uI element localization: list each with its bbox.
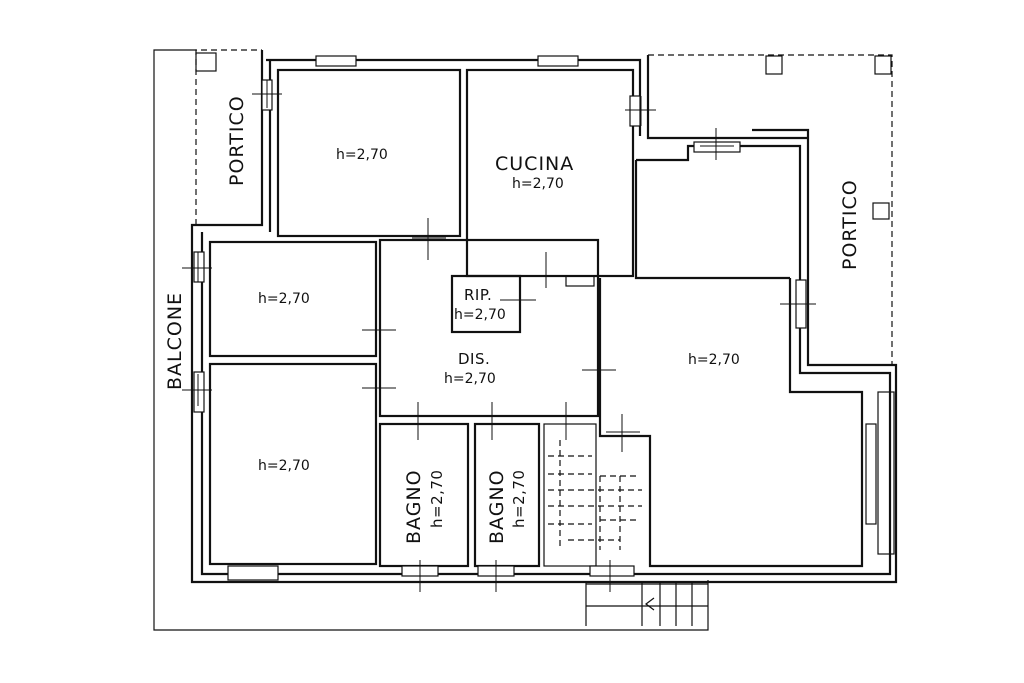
- balcone-label: BALCONE: [164, 292, 186, 390]
- room-height-label: h=2,70: [510, 470, 528, 528]
- portico-left-outline: [195, 49, 262, 225]
- room-height-label: h=2,70: [258, 291, 310, 307]
- portico-left-label: PORTICO: [226, 95, 248, 186]
- room-height-label: h=2,70: [336, 147, 388, 163]
- room-name-label: CUCINA: [495, 153, 574, 175]
- room-height-label: h=2,70: [428, 470, 446, 528]
- room-name-label: DIS.: [458, 350, 490, 368]
- room-height-label: h=2,70: [258, 458, 310, 474]
- room-height-label: h=2,70: [444, 371, 496, 387]
- interior-walls: [208, 68, 864, 568]
- room-height-label: h=2,70: [688, 352, 740, 368]
- portico-right-label: PORTICO: [839, 179, 861, 270]
- room-name-label: BAGNO: [486, 469, 508, 544]
- portico-right-outline: [648, 54, 893, 365]
- room-height-label: h=2,70: [512, 176, 564, 192]
- room-name-label: BAGNO: [403, 469, 425, 544]
- room-name-label: RIP.: [464, 286, 492, 304]
- balcony-outline: [153, 49, 709, 631]
- room-height-label: h=2,70: [454, 307, 506, 323]
- staircase: [548, 440, 708, 626]
- opening-markers: [182, 80, 816, 592]
